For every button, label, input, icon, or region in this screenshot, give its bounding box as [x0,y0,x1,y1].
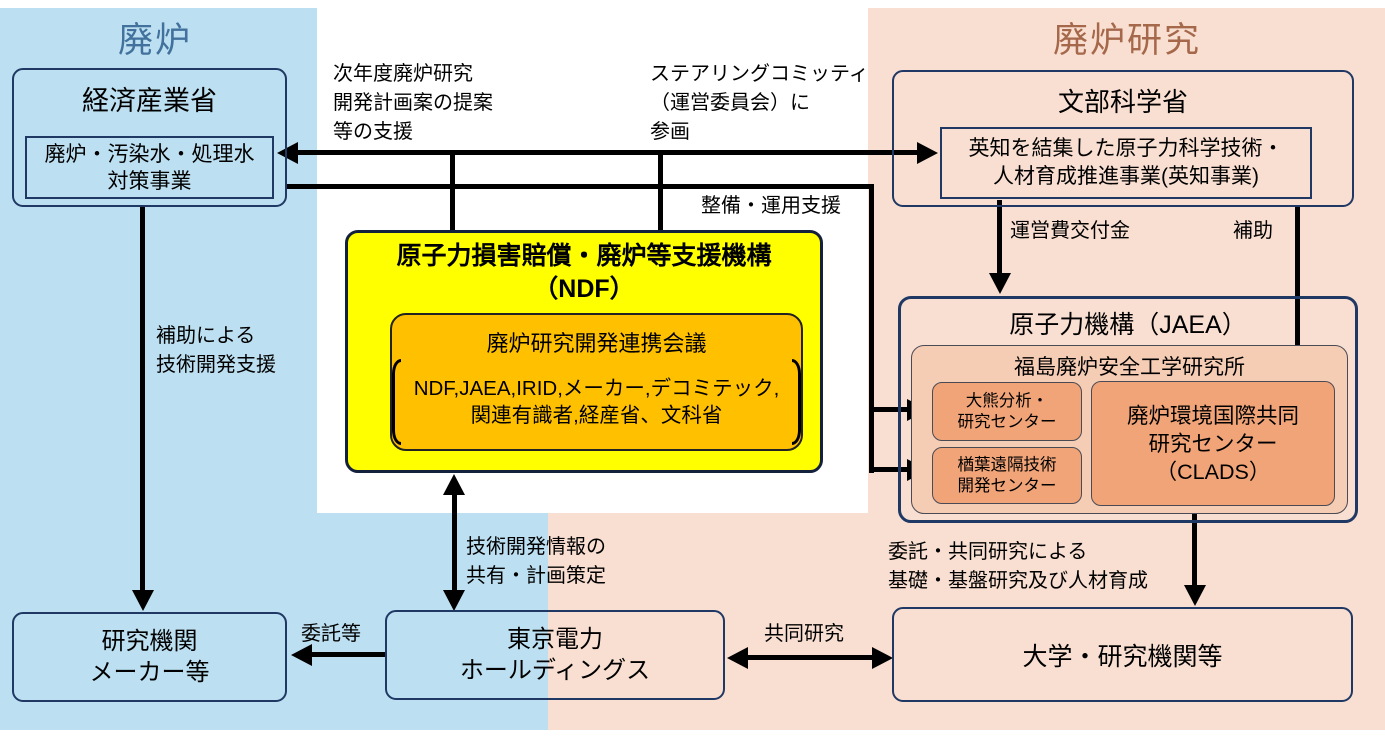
right-paren-shape [791,359,801,445]
left-paren-shape [392,359,402,445]
institute-title: 福島廃炉安全工学研究所 [1014,356,1245,379]
region-decommissioning-bottom [317,513,548,730]
arrowhead-into-tepco [443,590,465,611]
connector-ndf-tepco [452,492,457,592]
meti-title: 経済産業省 [82,86,217,116]
connector-tepco-researchorgs [310,652,385,657]
node-universities: 大学・研究機関等 [892,607,1353,702]
arrowhead-joint-right [872,647,893,669]
ndf-council-box: 廃炉研究開発連携会議 NDF,JAEA,IRID,メーカー,デコミテック, 関連… [390,313,803,451]
connector-okuma-stub [869,407,909,412]
label-subsidy-support: 補助による 技術開発支援 [156,325,276,376]
connector-meti-researchorgs [140,207,145,592]
node-meti: 経済産業省 廃炉・汚染水・処理水 対策事業 [12,68,287,207]
label-subsidy: 補助 [1233,220,1273,242]
connector-ndf-drop-left [450,152,455,232]
label-operating-grant: 運営費交付金 [1010,220,1130,242]
label-proposal: 次年度廃炉研究 開発計画案の提案 等の支援 [333,63,493,143]
arrowhead-into-universities [1184,585,1206,606]
research-orgs-title: 研究機関 メーカー等 [89,628,210,686]
clads-center-box: 廃炉環境国際共同 研究センター （CLADS） [1091,381,1335,506]
label-joint-research: 共同研究 [764,623,844,645]
meti-program-box: 廃炉・汚染水・処理水 対策事業 [25,136,274,199]
label-info-sharing: 技術開発情報の 共有・計画策定 [466,536,606,587]
ndf-title: 原子力損害賠償・廃炉等支援機構 （NDF） [396,242,772,303]
connector-mext-jaea [997,200,1002,275]
node-jaea: 原子力機構（JAEA） 福島廃炉安全工学研究所 大熊分析・ 研究センター 楢葉遠… [898,296,1358,523]
connector-mext-clads [1295,207,1300,357]
node-mext: 文部科学省 英知を結集した原子力科学技術・ 人材育成推進事業(英知事業) [892,70,1354,207]
connector-meti-centers-h [287,184,874,189]
arrowhead-entrustment [291,644,312,666]
arrowhead-into-mext [917,142,938,164]
universities-title: 大学・研究機関等 [1022,642,1223,671]
node-ndf: 原子力損害賠償・廃炉等支援機構 （NDF） 廃炉研究開発連携会議 NDF,JAE… [345,230,823,473]
connector-clads-universities [1192,502,1197,587]
arrowhead-into-researchorgs [132,590,154,611]
label-entrustment: 委託等 [301,623,361,645]
okuma-center-box: 大熊分析・ 研究センター [932,382,1082,441]
mext-title: 文部科学省 [1057,87,1188,117]
naraha-center-box: 楢葉遠隔技術 開発センター [932,447,1082,504]
mext-program-box: 英知を結集した原子力科学技術・ 人材育成推進事業(英知事業) [940,127,1312,199]
connector-tepco-universities [746,655,874,660]
connector-meti-centers-v [869,184,874,473]
label-maintenance: 整備・運用支援 [701,195,841,217]
connector-ndf-drop-right [658,152,663,232]
region-decommissioning-top [0,8,317,730]
connector-naraha-stub [869,467,909,472]
node-tepco: 東京電力 ホールディングス [385,610,725,700]
council-members: NDF,JAEA,IRID,メーカー,デコミテック, 関連有識者,経産省、文科省 [392,359,801,445]
connector-ndf-top [295,150,920,155]
region-label-decommissioning: 廃炉 [118,21,193,60]
jaea-institute-box: 福島廃炉安全工学研究所 大熊分析・ 研究センター 楢葉遠隔技術 開発センター 廃… [911,345,1348,514]
arrowhead-into-meti [277,142,298,164]
label-steering: ステアリングコミッティ （運営委員会）に 参画 [650,63,869,143]
tepco-title: 東京電力 ホールディングス [459,626,651,684]
arrowhead-into-jaea [989,273,1011,294]
node-research-orgs: 研究機関 メーカー等 [12,612,287,702]
council-title: 廃炉研究開発連携会議 [486,331,707,356]
label-commission: 委託・共同研究による 基礎・基盤研究及び人材育成 [888,541,1148,592]
region-label-research: 廃炉研究 [1053,21,1202,60]
arrowhead-into-ndf [443,474,465,495]
arrowhead-joint-left [727,647,748,669]
region-research-bottom [548,513,868,730]
jaea-title: 原子力機構（JAEA） [1009,311,1247,339]
